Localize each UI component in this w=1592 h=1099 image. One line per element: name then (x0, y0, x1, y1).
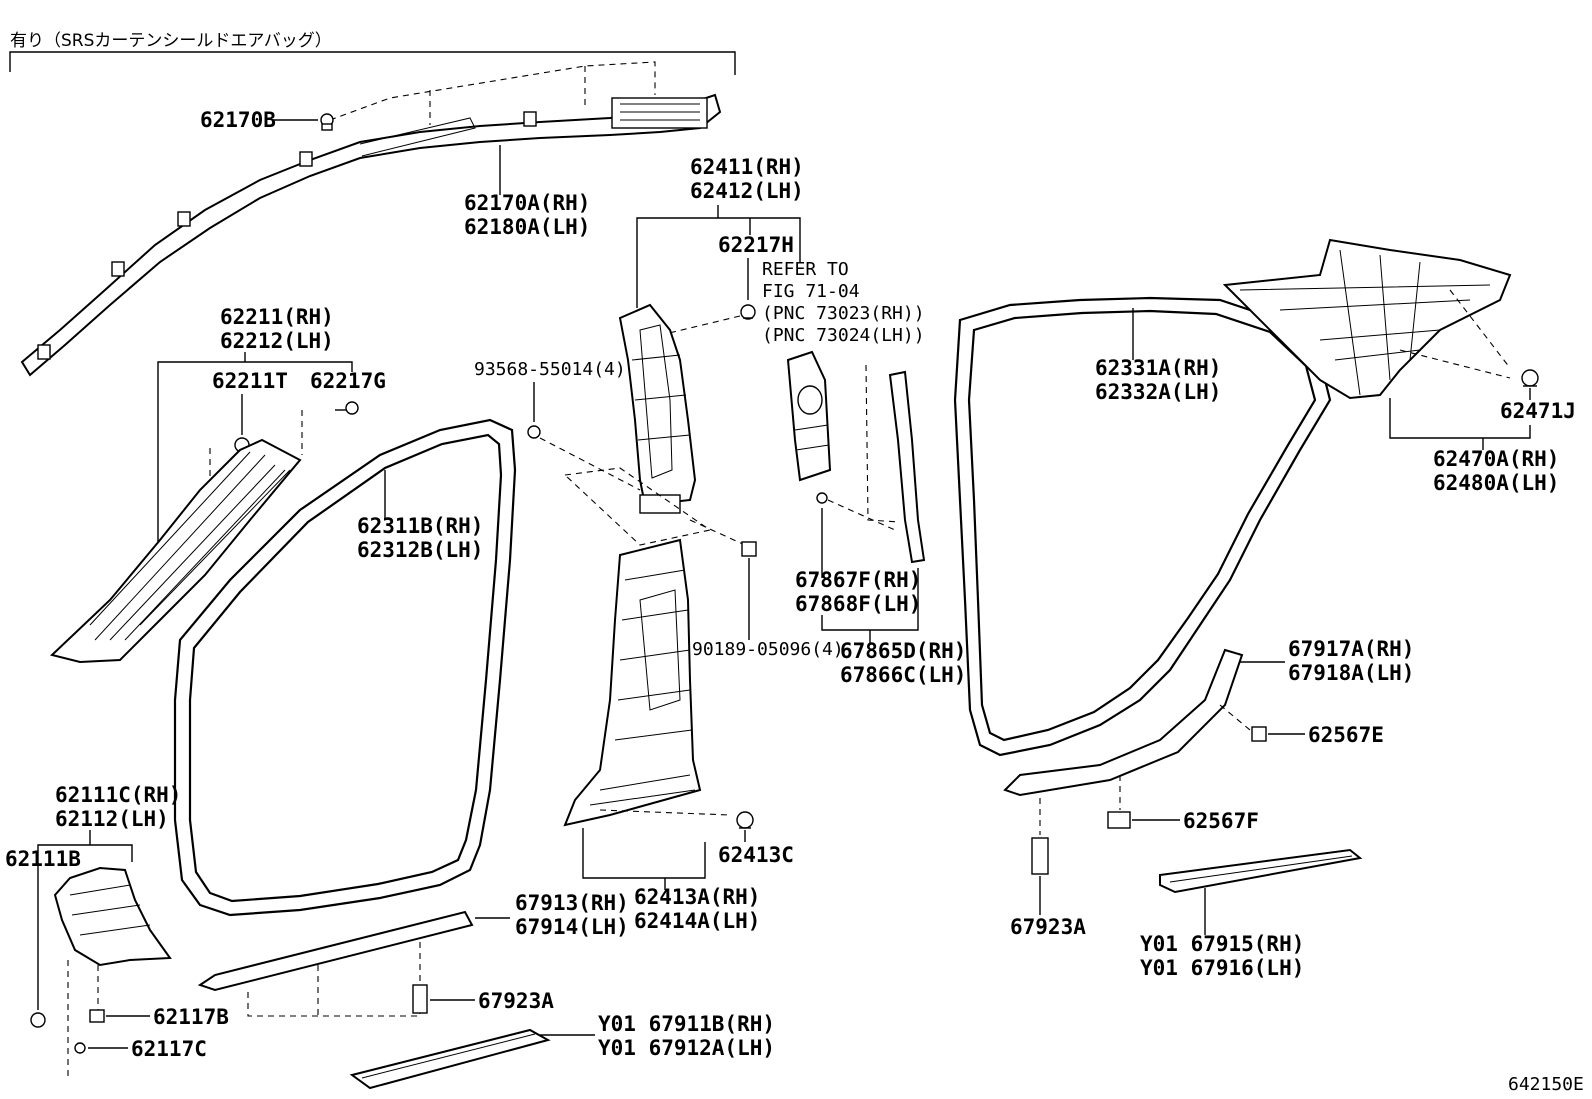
label-67865D-rh: 67865D(RH) (840, 639, 966, 663)
label-62331A-rh: 62331A(RH) (1095, 356, 1221, 380)
airbag-dash-1 (329, 61, 656, 121)
ref-note-line2: FIG 71-04 (762, 281, 860, 302)
label-62567E: 62567E (1308, 723, 1384, 747)
clip-62471J-icon (1521, 369, 1539, 387)
label-62117B: 62117B (153, 1005, 229, 1029)
label-62180A-lh: 62180A(LH) (464, 215, 590, 239)
label-67866C-lh: 67866C(LH) (840, 663, 966, 687)
figure-code: 642150E (1508, 1074, 1584, 1095)
label-62217G: 62217G (310, 369, 386, 393)
a-pillar-trim-part (49, 438, 302, 664)
c-pillar-trim-part (1222, 238, 1512, 400)
dash-62471J-1 (1399, 349, 1511, 379)
dash-62567E (1219, 704, 1251, 731)
label-62567F: 62567F (1183, 809, 1259, 833)
label-62170A-rh: 62170A(RH) (464, 191, 590, 215)
label-62211-rh: 62211(RH) (220, 305, 334, 329)
label-67916-lh: Y01 67916(LH) (1140, 956, 1304, 980)
dash-62471J-2 (1449, 289, 1511, 369)
label-62111B: 62111B (5, 847, 81, 871)
clip-62117B-icon (89, 1009, 105, 1023)
label-90189: 90189-05096(4) (692, 639, 844, 660)
label-62412-lh: 62412(LH) (690, 179, 804, 203)
label-62471J: 62471J (1500, 399, 1576, 423)
label-62480A-lh: 62480A(LH) (1433, 471, 1559, 495)
label-62414A-lh: 62414A(LH) (634, 909, 760, 933)
seatbelt-cover-part (786, 350, 832, 482)
clip-62217H-icon (740, 304, 756, 320)
label-62217H: 62217H (718, 233, 794, 257)
front-door-seal-part (173, 418, 517, 917)
label-62170B: 62170B (200, 108, 276, 132)
b-pillar-upper-trim-part (618, 303, 697, 514)
label-62112-lh: 62112(LH) (55, 807, 169, 831)
airbag-note: 有り（SRSカーテンシールドエアバッグ） (10, 31, 332, 51)
cowl-side-trim-part (53, 866, 172, 967)
label-93568: 93568-55014(4) (474, 359, 626, 380)
screw-93568-icon (527, 425, 541, 439)
ref-note-line4: (PNC 73024(LH)) (762, 325, 925, 346)
label-67868F-lh: 67868F(LH) (795, 592, 921, 616)
label-62413C: 62413C (718, 843, 794, 867)
bracket-62413A (582, 828, 706, 879)
label-67911B-rh: Y01 67911B(RH) (598, 1012, 775, 1036)
rear-door-seal-part (953, 296, 1332, 757)
label-62312B-lh: 62312B(LH) (357, 538, 483, 562)
airbag-group-bracket (9, 51, 736, 75)
label-67914-lh: 67914(LH) (515, 915, 629, 939)
dash-strip-1 (865, 364, 901, 523)
label-62413A-rh: 62413A(RH) (634, 885, 760, 909)
clip-67923A-right-icon (1031, 837, 1049, 875)
clip-62567F-icon (1107, 811, 1131, 829)
dash-strip-2 (827, 499, 896, 531)
bracket-62211 (157, 361, 353, 555)
ref-note-line3: (PNC 73023(RH)) (762, 303, 925, 324)
dash-62217H (664, 315, 741, 335)
label-67913-rh: 67913(RH) (515, 891, 629, 915)
label-67912A-lh: Y01 67912A(LH) (598, 1036, 775, 1060)
label-67918A-lh: 67918A(LH) (1288, 661, 1414, 685)
front-scuff-plate-part (197, 910, 474, 992)
label-62470A-rh: 62470A(RH) (1433, 447, 1559, 471)
clip-90189-icon (741, 541, 757, 557)
b-pillar-lower-trim-part (563, 538, 702, 827)
label-67923A-right: 67923A (1010, 915, 1086, 939)
label-62111C-rh: 62111C(RH) (55, 783, 181, 807)
label-62117C: 62117C (131, 1037, 207, 1061)
label-62211T: 62211T (212, 369, 288, 393)
clip-67923A-left-icon (412, 984, 428, 1014)
bracket-62111C (37, 844, 133, 880)
label-67867F-rh: 67867F(RH) (795, 568, 921, 592)
label-62311B-rh: 62311B(RH) (357, 514, 483, 538)
clip-62567E-icon (1251, 726, 1267, 742)
clip-62217G-icon (335, 401, 359, 415)
clip-62413C-icon (736, 811, 754, 829)
label-67915-rh: Y01 67915(RH) (1140, 932, 1304, 956)
dash-plane (563, 467, 712, 546)
dash-scuff (247, 940, 421, 1017)
front-step-plate-part (349, 1028, 551, 1090)
label-62411-rh: 62411(RH) (690, 155, 804, 179)
rear-step-plate-part (1159, 848, 1363, 894)
label-62332A-lh: 62332A(LH) (1095, 380, 1221, 404)
label-67917A-rh: 67917A(RH) (1288, 637, 1414, 661)
label-62212-lh: 62212(LH) (220, 329, 334, 353)
clip-62117C-icon (74, 1042, 86, 1054)
dash-93568 (539, 437, 641, 491)
clip-67867F-icon (816, 492, 828, 504)
bracket-62470A (1389, 398, 1531, 439)
ref-note-line1: REFER TO (762, 259, 849, 280)
rear-scuff-plate-part (1003, 648, 1244, 797)
curtain-airbag-part (20, 93, 722, 377)
airbag-clip-icon (320, 113, 334, 131)
pillar-weatherstrip-part (888, 370, 926, 564)
label-67923A-left: 67923A (478, 989, 554, 1013)
clip-62111B-icon (30, 1012, 46, 1028)
